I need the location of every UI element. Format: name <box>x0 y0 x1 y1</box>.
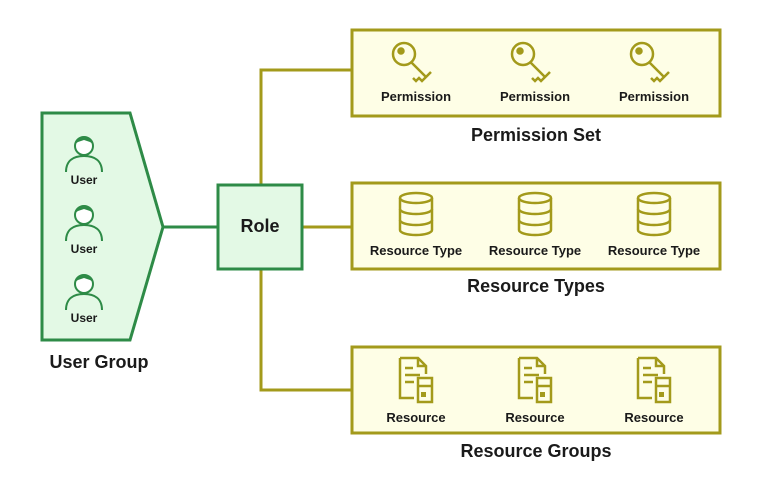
user-label: User <box>70 311 98 325</box>
connectors <box>259 68 352 392</box>
permission-label: Permission <box>618 89 690 104</box>
permission-label: Permission <box>499 89 571 104</box>
user-label: User <box>70 242 98 256</box>
resource-type-label: Resource Type <box>607 243 701 258</box>
document-server-icon <box>517 356 553 404</box>
user-group-label: User Group <box>49 352 149 372</box>
database-icon <box>636 191 672 237</box>
role-label: Role <box>240 216 280 236</box>
resource-label: Resource <box>624 410 684 425</box>
permission-label: Permission <box>380 89 452 104</box>
key-icon <box>629 41 670 83</box>
document-server-icon <box>636 356 672 404</box>
resource-type-label: Resource Type <box>488 243 582 258</box>
user-group-box <box>40 111 165 342</box>
connector-role-resource-groups <box>259 270 352 392</box>
database-icon <box>398 191 434 237</box>
resource-type-label: Resource Type <box>369 243 463 258</box>
connector-role-permission-set <box>259 68 352 185</box>
database-icon <box>517 191 553 237</box>
document-server-icon <box>398 356 434 404</box>
resource-groups-title: Resource Groups <box>460 441 612 461</box>
resource-types-title: Resource Types <box>467 276 605 296</box>
key-icon <box>391 41 432 83</box>
user-icon <box>65 274 103 311</box>
resource-label: Resource <box>386 410 446 425</box>
role-box <box>216 183 304 271</box>
user-icon <box>65 205 103 242</box>
user-icon <box>65 136 103 173</box>
permission-set-title: Permission Set <box>470 125 602 145</box>
resource-label: Resource <box>505 410 565 425</box>
key-icon <box>510 41 551 83</box>
user-label: User <box>70 173 98 187</box>
